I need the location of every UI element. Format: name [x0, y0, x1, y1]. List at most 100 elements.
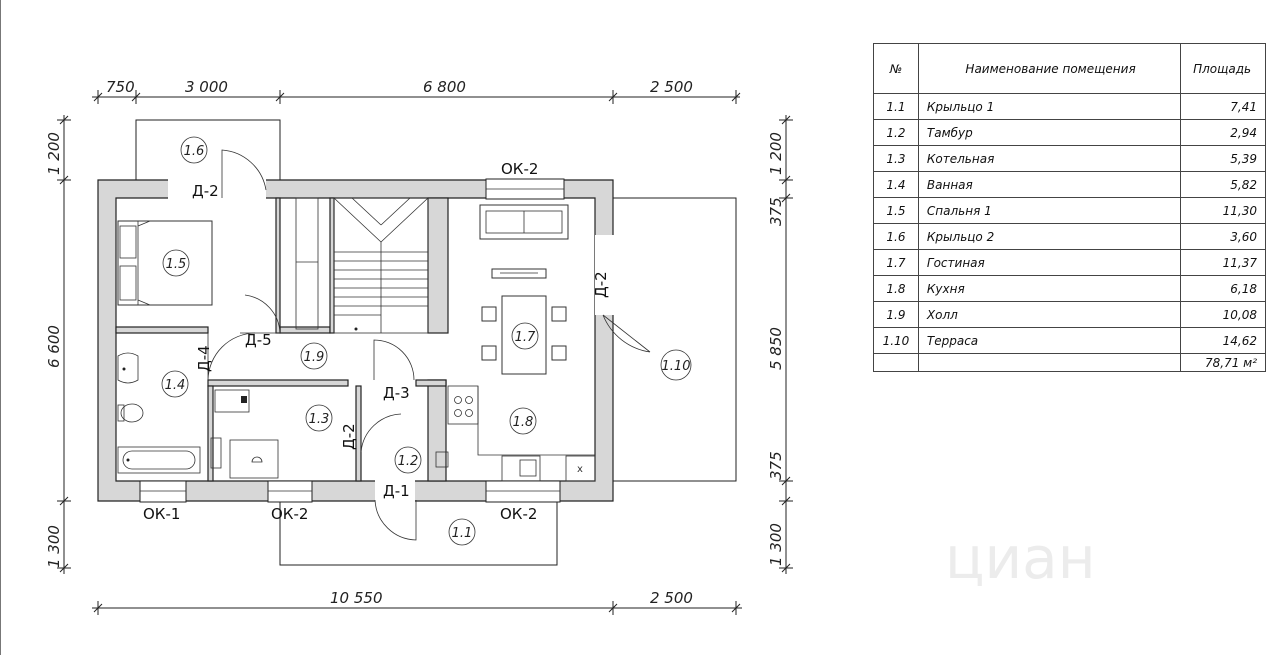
page-border [0, 0, 1, 655]
bed [117, 220, 213, 306]
terrace-outline [613, 197, 737, 482]
table-row: 1.6 Крыльцо 2 3,60 [873, 223, 1266, 250]
window-label-ok2-bottom-right: ОК-2 [500, 505, 537, 523]
room-marker-1-9: 1.9 [304, 350, 325, 365]
window-label-ok1: ОК-1 [143, 505, 180, 523]
col-header-area: Площадь [1180, 43, 1266, 94]
door-label-d1: Д-1 [383, 482, 410, 500]
room-marker-1-1: 1.1 [452, 526, 473, 541]
dim-bottom-2: 2 500 [650, 589, 693, 607]
cell-area: 11,30 [1180, 197, 1266, 224]
table-row: 1.2 Тамбур 2,94 [873, 119, 1266, 146]
svg-text:x: x [577, 464, 583, 475]
cell-number: 1.5 [873, 197, 919, 224]
cell-number: 1.8 [873, 275, 919, 302]
table-header-row: № Наименование помещения Площадь [873, 43, 1266, 94]
cell-number: 1.10 [873, 327, 919, 354]
cell-area: 11,37 [1180, 249, 1266, 276]
cell-blank [873, 353, 919, 372]
door-label-d4: Д-4 [195, 345, 213, 372]
dim-top-2: 3 000 [185, 78, 228, 96]
cell-name: Котельная [917, 145, 1182, 172]
window-label-ok2-bottom-left: ОК-2 [271, 505, 308, 523]
staircase [333, 197, 429, 334]
cell-number: 1.4 [873, 171, 919, 198]
dimension-top: 750 3 000 6 800 2 500 [92, 78, 741, 104]
porch-1-outline [279, 501, 558, 566]
cell-total-area: 78,71 м² [1180, 353, 1266, 372]
watermark-text: циан [945, 524, 1096, 592]
table-row: 1.8 Кухня 6,18 [873, 275, 1266, 302]
cell-area: 10,08 [1180, 301, 1266, 328]
window-label-ok2-top: ОК-2 [501, 160, 538, 178]
table-row: 1.9 Холл 10,08 [873, 301, 1266, 328]
dimension-right: 1 200 375 5 850 375 1 300 [767, 115, 793, 574]
door-label-d2-top: Д-2 [192, 182, 219, 200]
table-row: 1.3 Котельная 5,39 [873, 145, 1266, 172]
cell-area: 5,82 [1180, 171, 1266, 198]
room-marker-1-7: 1.7 [515, 330, 536, 345]
room-marker-1-8: 1.8 [513, 415, 534, 430]
dim-right-2: 375 [767, 197, 785, 226]
dim-top-4: 2 500 [650, 78, 693, 96]
table-row: 1.5 Спальня 1 11,30 [873, 197, 1266, 224]
cell-name: Крыльцо 1 [917, 93, 1182, 120]
cell-number: 1.3 [873, 145, 919, 172]
cell-name: Кухня [917, 275, 1182, 302]
cell-number: 1.1 [873, 93, 919, 120]
cell-name: Тамбур [917, 119, 1182, 146]
table-row: 1.1 Крыльцо 1 7,41 [873, 93, 1266, 120]
cell-name: Спальня 1 [917, 197, 1182, 224]
boiler-room-fixtures [214, 389, 279, 479]
room-marker-1-6: 1.6 [184, 144, 205, 159]
door-label-d5: Д-5 [245, 331, 272, 349]
bathroom-fixtures [117, 352, 222, 474]
cell-blank [917, 353, 1182, 372]
dimension-bottom: 10 550 2 500 [92, 589, 742, 615]
table-row: 1.10 Терраса 14,62 [873, 327, 1266, 354]
room-marker-1-10: 1.10 [662, 359, 691, 374]
wardrobe [295, 197, 319, 330]
dim-right-3: 5 850 [767, 327, 785, 370]
cell-name: Холл [917, 301, 1182, 328]
room-markers: 1.1 1.2 1.3 1.4 1.5 1.6 1.7 1.8 1.9 1.10 [161, 136, 692, 546]
room-marker-1-2: 1.2 [398, 454, 419, 469]
cell-area: 14,62 [1180, 327, 1266, 354]
tv [491, 268, 547, 279]
table-total-row: 78,71 м² [873, 353, 1266, 372]
dim-left-1: 1 200 [45, 132, 63, 175]
door-label-d3: Д-3 [383, 384, 410, 402]
cell-number: 1.9 [873, 301, 919, 328]
cell-name: Крыльцо 2 [917, 223, 1182, 250]
cell-area: 5,39 [1180, 145, 1266, 172]
cell-name: Гостиная [917, 249, 1182, 276]
dim-bottom-1: 10 550 [330, 589, 383, 607]
dim-top-1: 750 [106, 78, 135, 96]
room-marker-1-5: 1.5 [166, 257, 187, 272]
plan-labels: ОК-2 ОК-1 ОК-2 ОК-2 Д-2 Д-5 Д-4 Д-3 Д-2 … [143, 160, 610, 523]
dim-left-3: 1 300 [45, 525, 63, 568]
cell-name: Терраса [917, 327, 1182, 354]
dim-right-5: 1 300 [767, 523, 785, 566]
dim-top-3: 6 800 [423, 78, 466, 96]
room-marker-1-4: 1.4 [165, 378, 186, 393]
cell-number: 1.7 [873, 249, 919, 276]
cell-number: 1.6 [873, 223, 919, 250]
windows [139, 178, 565, 503]
door-label-d2-boiler: Д-2 [340, 423, 358, 450]
doors [168, 149, 651, 541]
table-row: 1.4 Ванная 5,82 [873, 171, 1266, 198]
dim-left-2: 6 600 [45, 325, 63, 368]
cell-area: 3,60 [1180, 223, 1266, 250]
dim-right-1: 1 200 [767, 132, 785, 175]
sofa [479, 204, 569, 240]
table-row: 1.7 Гостиная 11,37 [873, 249, 1266, 276]
dim-right-4: 375 [767, 451, 785, 480]
cell-area: 2,94 [1180, 119, 1266, 146]
dimension-left: 1 200 6 600 1 300 [45, 115, 71, 574]
porch-2-outline [135, 119, 281, 180]
walls [97, 179, 614, 502]
room-schedule-table: № Наименование помещения Площадь 1.1 Кры… [873, 43, 1266, 372]
